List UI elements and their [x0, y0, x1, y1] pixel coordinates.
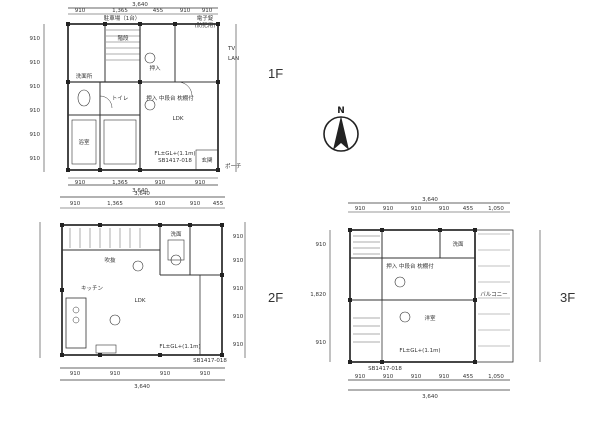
f1-dim-top-3: 455 — [153, 8, 164, 14]
f1-room-ldk: LDK — [173, 116, 184, 122]
f1-room-closet: 押入 中段台 枕棚付 — [146, 94, 194, 102]
f1-dim-top-2: 1,365 — [112, 8, 128, 14]
outer-wall-1f — [67, 23, 219, 171]
f1-dim-bottom-2: 1,365 — [112, 180, 128, 186]
f3-dim-top-1: 910 — [355, 206, 366, 212]
column-marker-icon — [144, 99, 156, 111]
floor-plan-1f — [43, 7, 237, 186]
column-dots-1f — [66, 22, 220, 172]
f3-dim-top-5: 455 — [463, 206, 474, 212]
f1-room-storage: 押入 — [149, 64, 161, 72]
f3-dim-bottom-3: 910 — [411, 374, 422, 380]
f3-dim-top-2: 910 — [383, 206, 394, 212]
f2-dim-top-3: 910 — [155, 201, 166, 207]
f2-dim-bottom-4: 910 — [200, 371, 211, 377]
f2-dim-top-4: 910 — [190, 201, 201, 207]
bathtub — [71, 119, 97, 165]
column-dots-3f — [348, 228, 477, 364]
f1-room-washroom: 洗面所 — [76, 72, 93, 80]
f3-room-western: 洋室 — [424, 314, 436, 322]
f2-room-void: 吹抜 — [104, 256, 116, 264]
f1-dim-left-4: 910 — [30, 108, 41, 114]
f3-dim-bottom-1: 910 — [355, 374, 366, 380]
north-arrow-icon: N — [323, 106, 359, 152]
f1-note-fl: FL±GL+(1.1m) — [154, 151, 195, 157]
north-arrow-label: N — [337, 106, 345, 116]
f1-label-lan: LAN — [228, 56, 239, 62]
f1-room-toilet: トイレ — [112, 96, 129, 102]
f3-dim-top-4: 910 — [439, 206, 450, 212]
washbasin — [167, 239, 185, 261]
f3-room-wash: 洗面 — [452, 240, 464, 248]
f1-dim-bottom-4: 910 — [195, 180, 206, 186]
f1-dim-top-5: 910 — [202, 8, 213, 14]
f1-total-dim-top: 3,640 — [132, 2, 148, 8]
f3-total-dim-top: 3,640 — [422, 197, 438, 203]
f3-dim-left-2: 1,820 — [310, 292, 326, 298]
f3-dim-bottom-6: 1,050 — [488, 374, 504, 380]
f2-dim-right-5: 910 — [233, 342, 244, 348]
f2-dim-right-1: 910 — [233, 234, 244, 240]
f3-room-balcony: バルコニー — [480, 291, 507, 298]
f2-note-code: SB1417-018 — [193, 358, 227, 364]
f1-dim-left-5: 910 — [30, 132, 41, 138]
f3-note-code: SB1417-018 — [368, 366, 402, 372]
f2-dim-bottom-1: 910 — [70, 371, 81, 377]
f2-dim-right-4: 910 — [233, 314, 244, 320]
f1-label-stairs: 階段 — [117, 34, 129, 42]
f1-dim-bottom-1: 910 — [75, 180, 86, 186]
f1-label-tv: TV — [227, 46, 235, 52]
f3-dim-bottom-4: 910 — [439, 374, 450, 380]
f3-dim-bottom-5: 455 — [463, 374, 474, 380]
f3-note-fl: FL±GL+(1.1m) — [399, 348, 440, 354]
f2-dim-top-5: 455 — [213, 201, 224, 207]
f2-dim-right-3: 910 — [233, 286, 244, 292]
f2-note-fl: FL±GL+(1.1m) — [159, 344, 200, 350]
f2-dim-top-1: 910 — [70, 201, 81, 207]
f3-total-dim-bottom: 3,640 — [422, 394, 438, 400]
floor-plan-3f — [329, 202, 541, 391]
f1-dim-top-4: 910 — [180, 8, 191, 14]
f2-dim-bottom-3: 910 — [160, 371, 171, 377]
floor-label-2f: 2F — [268, 290, 284, 305]
floor-plan-2f — [39, 196, 246, 381]
f2-room-wash: 洗面 — [170, 230, 182, 238]
f1-dim-left-3: 910 — [30, 84, 41, 90]
f3-dim-left-3: 910 — [316, 340, 327, 346]
f1-dim-left-2: 910 — [30, 60, 41, 66]
f2-total-dim-top: 3,640 — [134, 191, 150, 197]
f3-dim-top-6: 1,050 — [488, 206, 504, 212]
kitchen-counter — [65, 297, 87, 349]
f3-room-closet: 押入 中段台 枕棚付 — [386, 262, 434, 270]
f2-total-dim-bottom: 3,640 — [134, 384, 150, 390]
balcony-3f — [474, 229, 514, 363]
f3-dim-bottom-2: 910 — [383, 374, 394, 380]
f1-dim-top-1: 910 — [75, 8, 86, 14]
f1-room-entrance: 玄関 — [201, 156, 213, 164]
f1-room-bath: 浴室 — [78, 138, 90, 146]
toilet-icon — [77, 89, 91, 107]
f1-dim-bottom-3: 910 — [155, 180, 166, 186]
f1-label-lock: 電子錠 — [197, 14, 214, 22]
f2-dim-top-2: 1,365 — [107, 201, 123, 207]
f1-dim-left-6: 910 — [30, 156, 41, 162]
f2-dim-right-2: 910 — [233, 258, 244, 264]
column-dots-2f — [60, 223, 224, 357]
f1-dim-left-1: 910 — [30, 36, 41, 42]
f1-note-porch: ポーチ — [225, 163, 242, 170]
f2-room-ldk: LDK — [135, 298, 146, 304]
floor-label-3f: 3F — [560, 290, 576, 305]
f2-room-kitchen: キッチン — [81, 285, 104, 292]
floor-label-1f: 1F — [268, 66, 284, 81]
f1-note-code: SB1417-018 — [158, 158, 192, 164]
f1-note-parking: 駐車場（1台） — [104, 14, 141, 22]
f2-dim-bottom-2: 910 — [110, 371, 121, 377]
f3-dim-left-1: 910 — [316, 242, 327, 248]
f3-dim-top-3: 910 — [411, 206, 422, 212]
f1-total-dim-bottom: 3,640 — [132, 188, 148, 194]
f1-label-security: (防犯用) — [195, 21, 216, 29]
